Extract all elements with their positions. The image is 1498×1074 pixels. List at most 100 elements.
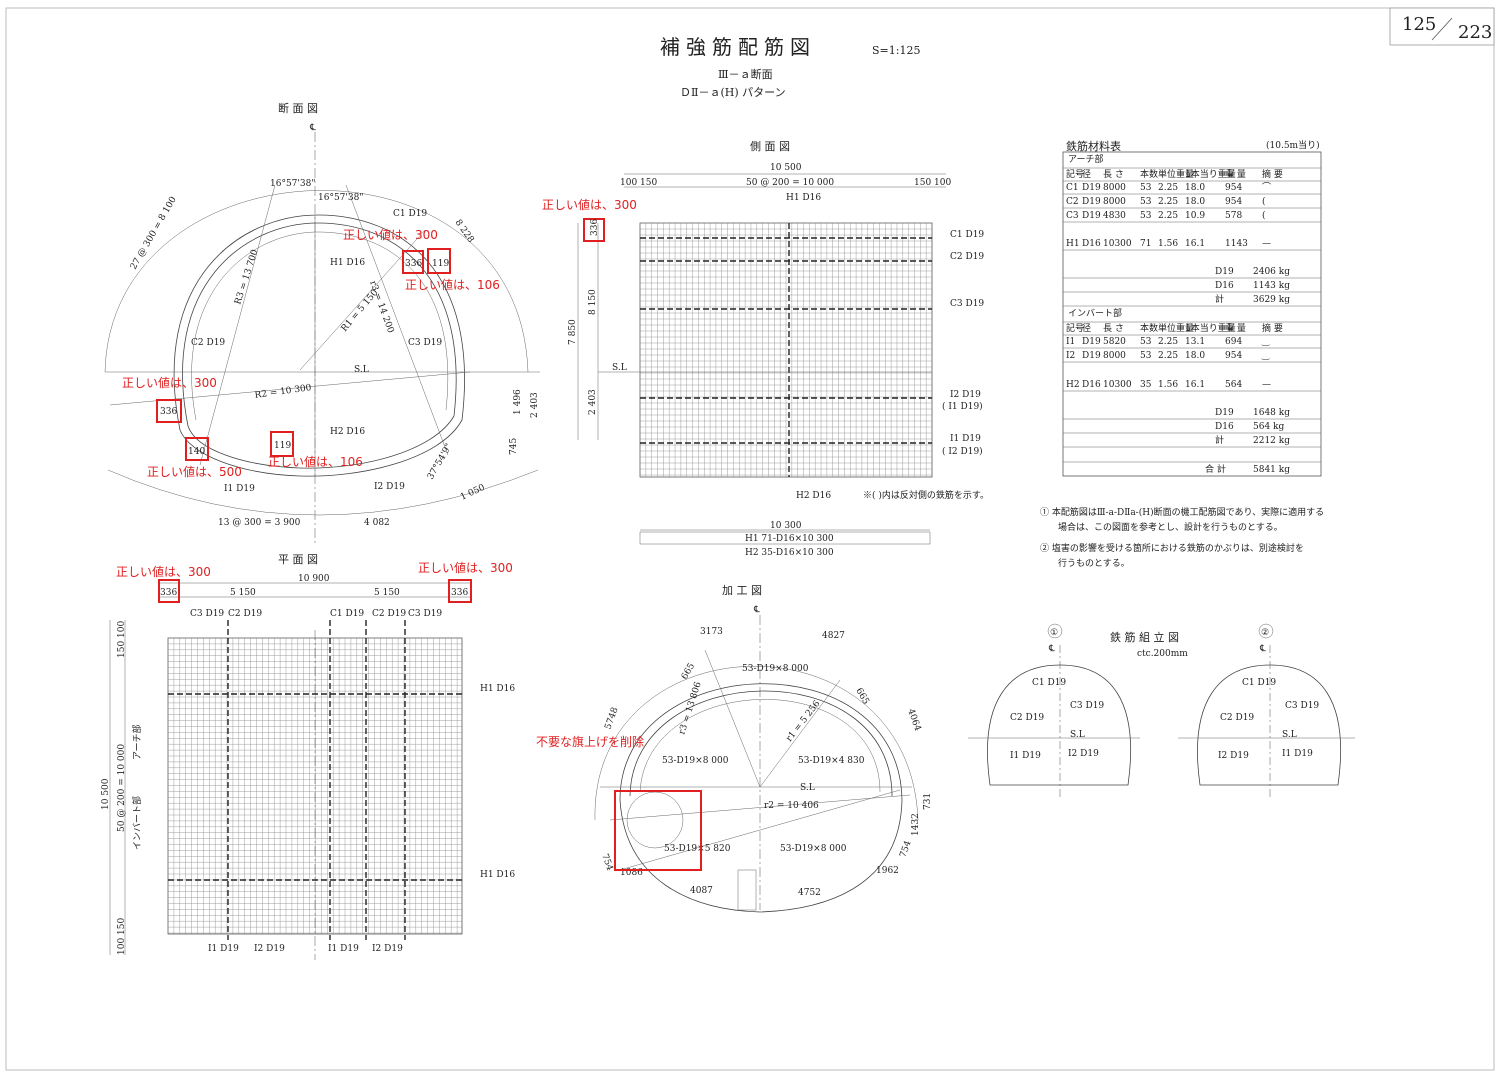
table-cell: D19	[1082, 197, 1101, 207]
section-label-c1: C1 D19	[393, 209, 427, 219]
side-sl: S.L	[612, 363, 627, 373]
table-header-cell: 摘 要	[1262, 322, 1283, 334]
table-cell: 8000	[1103, 183, 1126, 193]
side-bottom-h2: H2 35-D16×10 300	[745, 548, 834, 558]
table-total-value: 1143 kg	[1253, 281, 1290, 291]
table-total-label: 計	[1215, 293, 1224, 305]
table-cell: —	[1262, 380, 1271, 390]
plan-top-dim: 10 900	[298, 574, 330, 584]
plan-view-title: 平 面 図	[278, 553, 318, 566]
table-cell: 18.0	[1185, 197, 1205, 207]
table-cell: C3	[1066, 211, 1079, 221]
side-label-i1: I1 D19	[950, 434, 981, 444]
table-header-cell: 1本当り重量	[1185, 168, 1236, 180]
page-number-box: 125 223	[1389, 7, 1495, 46]
side-top-dim: 10 500	[770, 163, 802, 173]
table-total-value: 2406 kg	[1253, 267, 1290, 277]
assembly-left-no: ①	[1050, 628, 1058, 638]
table-total-label: D16	[1215, 281, 1234, 291]
section-box-336-left-value: 336	[160, 407, 177, 417]
drawing-scale: S=1:125	[872, 44, 920, 57]
table-cell: 71	[1140, 239, 1151, 249]
side-label-c1: C1 D19	[950, 230, 984, 240]
plan-side-dim1: 150 100	[117, 621, 127, 658]
table-cell: H2	[1066, 380, 1080, 390]
table-total-label: D19	[1215, 267, 1234, 277]
section-box-119-value: 119	[432, 259, 449, 269]
assembly-left-i1: I1 D19	[1010, 751, 1041, 761]
table-cell: 2.25	[1158, 211, 1178, 221]
side-h-lower: 2 403	[588, 389, 598, 415]
plan-label-c2-left: C2 D19	[228, 609, 262, 619]
table-total-label: D19	[1215, 408, 1234, 418]
section-label-i1: I1 D19	[224, 484, 255, 494]
assembly-right-sl: S.L	[1282, 730, 1297, 740]
section-box-140-value: 140	[188, 447, 205, 457]
assembly-right-no: ②	[1261, 628, 1269, 638]
side-h-upper: 8 150	[588, 289, 598, 315]
annotation-300-section-left: 正しい値は、300	[122, 375, 217, 390]
section-view-title: 断 面 図	[278, 101, 318, 115]
table-cell: 954	[1225, 351, 1242, 361]
plan-half-right: 5 150	[374, 588, 400, 598]
plan-view: 平 面 図 10 900 5 150 5 150 336 336 正しい値は、3…	[101, 553, 515, 960]
table-header-cell: 径	[1082, 168, 1091, 180]
plan-label-i1-right: I1 D19	[328, 944, 359, 954]
table-cell: 16.1	[1185, 239, 1205, 249]
assembly-right-c2: C2 D19	[1220, 713, 1254, 723]
table-cell: 2.25	[1158, 183, 1178, 193]
table-cell: 694	[1225, 337, 1242, 347]
side-label-i2: I2 D19	[950, 390, 981, 400]
table-cell: 10300	[1103, 380, 1132, 390]
side-note: ※( )内は反対側の鉄筋を示す。	[863, 489, 989, 501]
section-box-119-bottom-value: 119	[274, 441, 291, 451]
side-height: 7 850	[568, 319, 578, 345]
side-bottom-h1: H1 71-D16×10 300	[745, 534, 834, 544]
side-bottom-dim: 10 300	[770, 521, 802, 531]
process-sl: S.L	[800, 783, 815, 793]
annotation-300-section-top: 正しい値は、300	[343, 227, 438, 242]
assembly-right-c3: C3 D19	[1285, 701, 1319, 711]
side-view: 側 面 図 10 500 100 150 50 @ 200 = 10 000 1…	[542, 140, 989, 558]
plan-label-c3-left: C3 D19	[190, 609, 224, 619]
table-grand-total-label: 合 計	[1205, 463, 1226, 475]
plan-box-right-value: 336	[451, 588, 468, 598]
table-cell: 13.1	[1185, 337, 1205, 347]
table-cell: (	[1262, 196, 1266, 207]
section-box-336-left	[156, 399, 182, 423]
table-grand-total: 5841 kg	[1253, 465, 1290, 475]
section-label-i2: I2 D19	[374, 482, 405, 492]
table-cell: 578	[1225, 211, 1242, 221]
side-label-c3: C3 D19	[950, 299, 984, 309]
side-box-336-value: 336	[590, 219, 600, 236]
table-invert-header: 記号径長 さ本数単位重量1本当り重量重 量摘 要	[1063, 321, 1321, 336]
side-view-title: 側 面 図	[750, 140, 790, 153]
table-header-cell: 長 さ	[1103, 323, 1124, 334]
side-label-i2-paren: ( I2 D19)	[942, 446, 983, 457]
page-number: 125	[1402, 14, 1436, 35]
plan-half-left: 5 150	[230, 588, 256, 598]
material-table-unit: (10.5m当り)	[1266, 139, 1320, 151]
assembly-title: 鉄 筋 組 立 図	[1110, 630, 1179, 644]
process-dim-1086: 1086	[620, 868, 643, 878]
table-cell: 10300	[1103, 239, 1132, 249]
plan-label-c3-right: C3 D19	[408, 609, 442, 619]
process-view-title: 加 工 図	[722, 584, 762, 597]
annotation-500-section: 正しい値は、500	[147, 464, 242, 479]
assembly-left-c2: C2 D19	[1010, 713, 1044, 723]
table-cell: 8000	[1103, 197, 1126, 207]
material-table-title: 鉄筋材料表	[1066, 139, 1121, 153]
table-total-label: D16	[1215, 422, 1234, 432]
table-cell: 53	[1140, 183, 1152, 193]
plan-box-left-value: 336	[160, 588, 177, 598]
process-dim-3173: 3173	[700, 627, 723, 637]
table-cell: 53	[1140, 351, 1152, 361]
annotation-300-side: 正しい値は、300	[542, 197, 637, 212]
table-cell: 10.9	[1185, 211, 1205, 221]
table-header-cell: 長 さ	[1103, 169, 1124, 180]
plan-side-dim3: 50 @ 200 = 10 000	[117, 744, 127, 832]
plan-label-c1: C1 D19	[330, 609, 364, 619]
table-cell: 954	[1225, 183, 1242, 193]
